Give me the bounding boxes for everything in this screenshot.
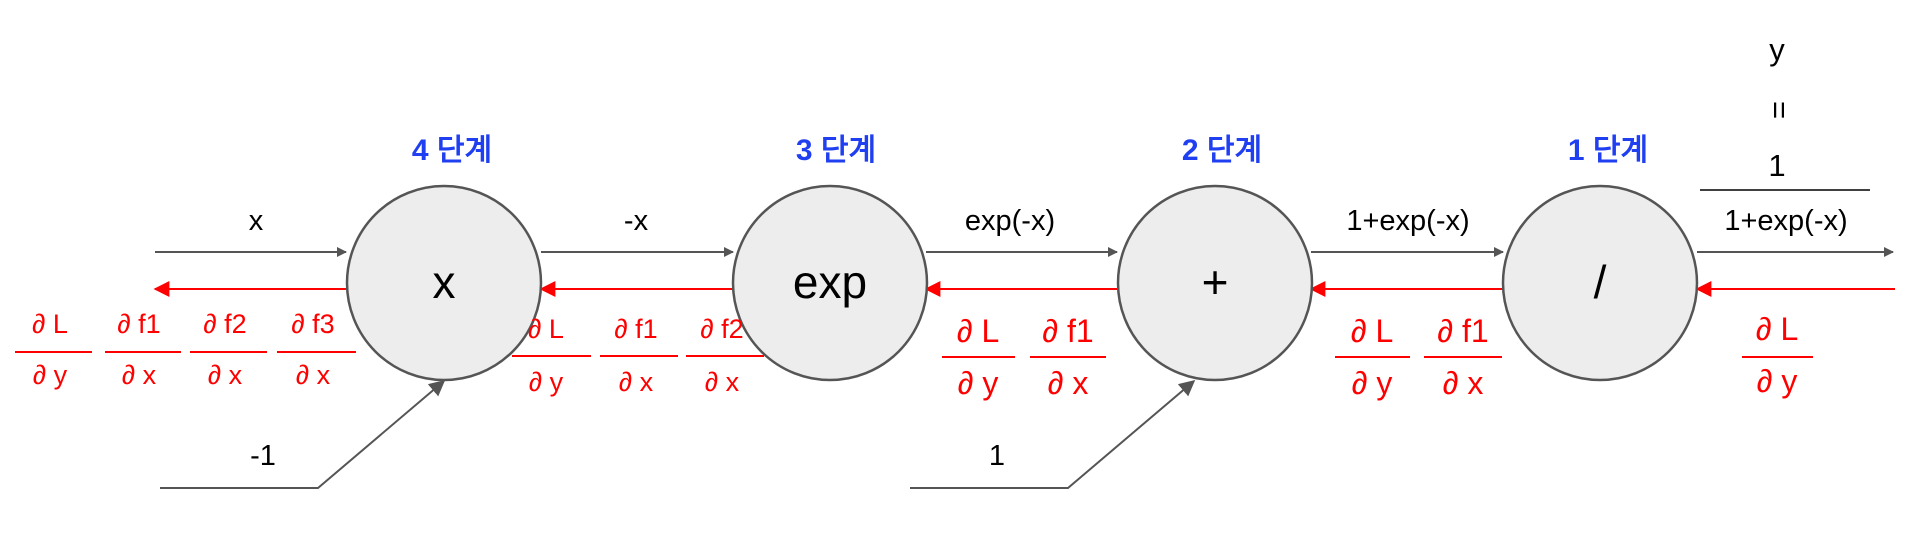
gradient-df3-dx-step4: ∂ f3 ∂ x [277,309,356,390]
gradient-dL-dy-step2: ∂ L ∂ y [942,313,1015,401]
gradient-df1-dx-step3: ∂ f1 ∂ x [600,314,678,397]
constant-input-one [910,379,1196,489]
edge-label-x: x [249,205,264,237]
gradient-dL-dy-input: ∂ L ∂ y [1742,311,1813,399]
output-denominator: 1+exp(-x) [1724,205,1847,237]
output-y: y [1769,32,1785,67]
multiply-node-label: x [433,256,456,308]
svg-text:∂ f1: ∂ f1 [1437,313,1488,349]
svg-text:∂ y: ∂ y [1757,363,1798,399]
svg-text:∂ x: ∂ x [1443,365,1484,401]
step-1-label: 1 단계 [1568,134,1648,167]
gradient-df2-dx-step4: ∂ f2 ∂ x [190,309,267,390]
constant-label-minus-one: -1 [250,440,276,472]
svg-text:∂ y: ∂ y [529,367,564,397]
multiply-node: x [345,184,543,382]
svg-text:∂ x: ∂ x [1048,365,1089,401]
svg-text:∂ x: ∂ x [619,367,654,397]
exp-node-label: exp [793,256,867,308]
gradient-df1-dx-step2: ∂ f1 ∂ x [1030,313,1106,401]
divide-node: / [1501,184,1699,382]
gradient-dL-dy-step4: ∂ L ∂ y [15,309,92,390]
svg-text:∂ f1: ∂ f1 [1042,313,1093,349]
exp-node: exp [731,184,929,382]
step-3-label: 3 단계 [796,134,876,167]
output-equals: = [1762,101,1797,119]
svg-text:∂ L: ∂ L [528,314,564,344]
svg-text:∂ L: ∂ L [957,313,1000,349]
output-numerator: 1 [1768,148,1785,183]
svg-text:∂ y: ∂ y [1352,365,1393,401]
svg-text:∂ x: ∂ x [122,360,157,390]
svg-text:∂ L: ∂ L [32,309,68,339]
svg-text:∂ x: ∂ x [705,367,740,397]
edge-label-one-plus-exp: 1+exp(-x) [1346,205,1469,237]
add-node: + [1116,184,1314,382]
svg-text:∂ x: ∂ x [296,360,331,390]
step-2-label: 2 단계 [1182,134,1262,167]
gradient-df1-dx-step4: ∂ f1 ∂ x [105,309,181,390]
constant-label-one: 1 [989,440,1005,472]
edge-label-exp-neg-x: exp(-x) [965,205,1055,237]
svg-text:∂ y: ∂ y [958,365,999,401]
step-4-label: 4 단계 [412,134,492,167]
svg-text:∂ y: ∂ y [33,360,68,390]
edge-label-neg-x: -x [624,205,649,237]
gradient-df2-dx-step3: ∂ f2 ∂ x [686,314,764,397]
divide-node-label: / [1594,256,1607,308]
constant-input-minus-one [160,379,446,489]
svg-text:∂ x: ∂ x [208,360,243,390]
svg-text:∂ f2: ∂ f2 [203,309,246,339]
svg-text:∂ f2: ∂ f2 [700,314,743,344]
svg-text:∂ L: ∂ L [1756,311,1799,347]
gradient-df1-dx-step1: ∂ f1 ∂ x [1424,313,1502,401]
svg-text:∂ f3: ∂ f3 [291,309,334,339]
gradient-dL-dy-step1: ∂ L ∂ y [1335,313,1410,401]
add-node-label: + [1202,256,1229,308]
svg-text:∂ L: ∂ L [1351,313,1394,349]
svg-text:∂ f1: ∂ f1 [614,314,657,344]
gradient-dL-dy-step3: ∂ L ∂ y [512,314,591,397]
svg-text:∂ f1: ∂ f1 [117,309,160,339]
